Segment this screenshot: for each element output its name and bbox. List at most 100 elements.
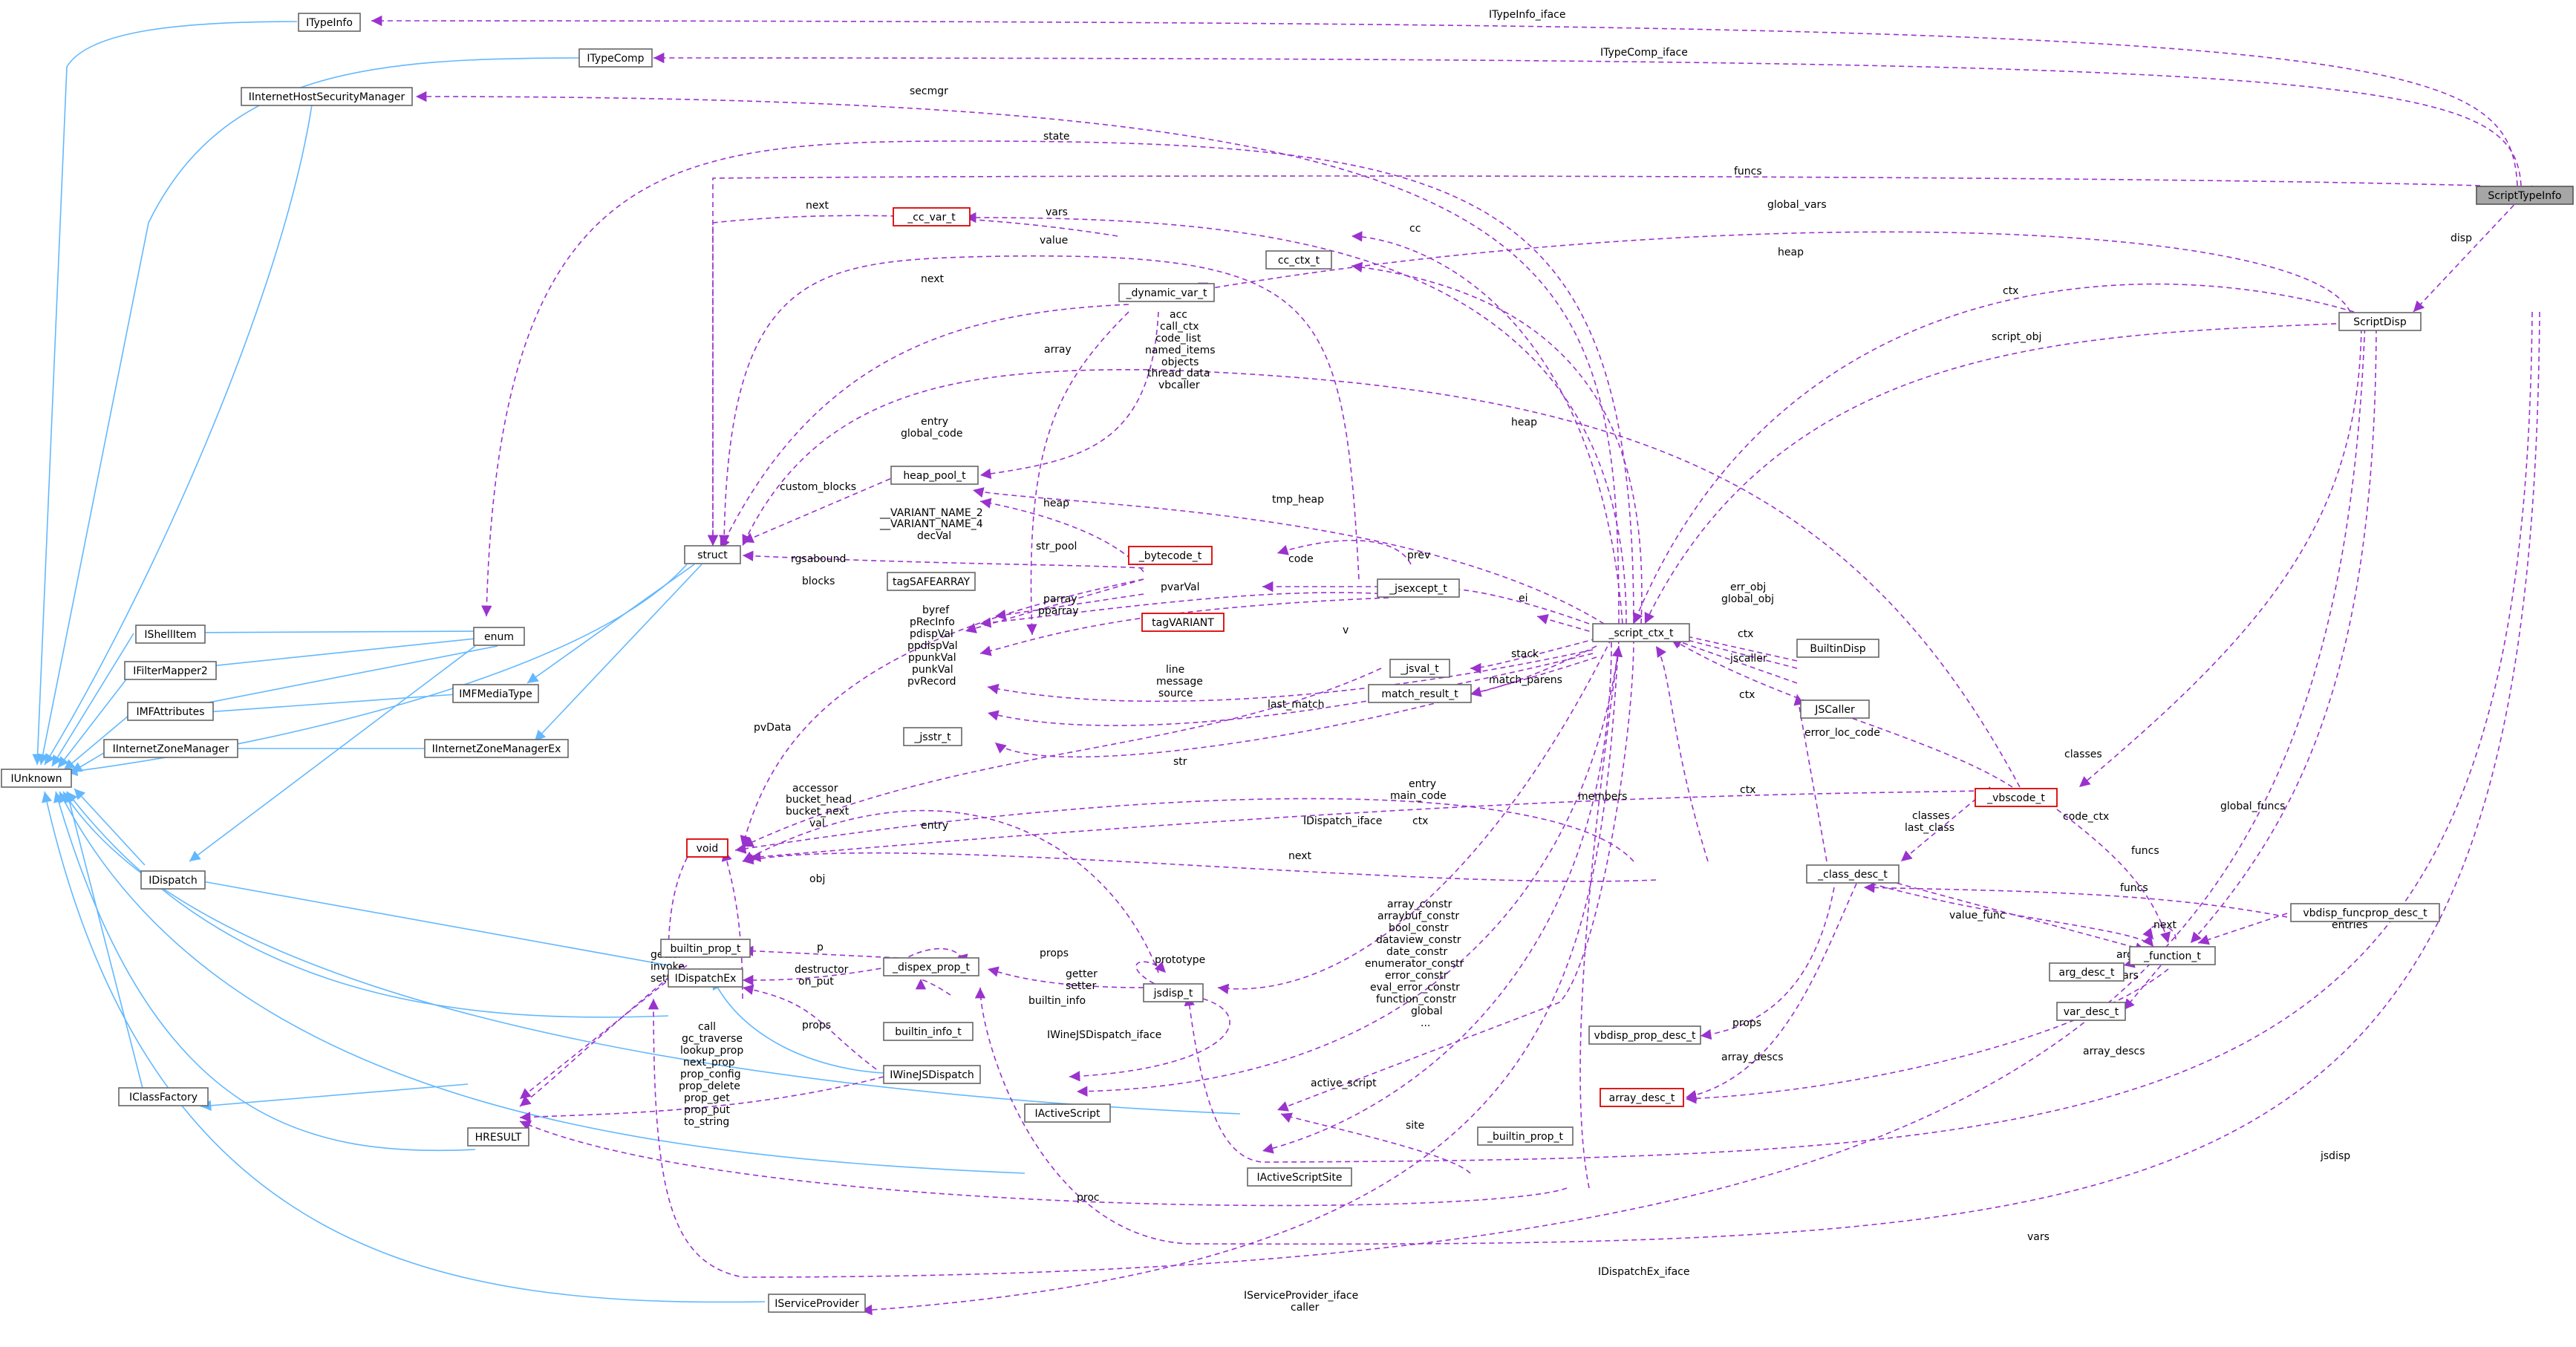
edge-label: destructor	[795, 964, 849, 976]
edge-label: line	[1166, 664, 1184, 676]
node-cc_var_t[interactable]: _cc_var_t	[893, 207, 971, 226]
node-dispex_prop_t[interactable]: _dispex_prop_t	[883, 957, 979, 976]
edge-label: pvarVal	[1161, 581, 1199, 593]
node-label: ScriptTypeInfo	[2488, 190, 2561, 202]
node-IInternetZoneManagerEx[interactable]: IInternetZoneManagerEx	[424, 739, 569, 758]
node-tagSAFEARRAY[interactable]: tagSAFEARRAY	[887, 572, 976, 591]
edge-label: props	[1732, 1017, 1761, 1029]
node-JSCaller[interactable]: JSCaller	[1800, 699, 1870, 719]
node-match_result_t[interactable]: match_result_t	[1368, 684, 1472, 703]
node-IClassFactory[interactable]: IClassFactory	[118, 1087, 209, 1106]
node-bytecode_t[interactable]: _bytecode_t	[1128, 546, 1213, 565]
node-arg_desc_t[interactable]: arg_desc_t	[2049, 962, 2125, 982]
node-class_desc_t[interactable]: _class_desc_t	[1806, 864, 1900, 884]
node-label: HRESULT	[475, 1132, 522, 1144]
edge-label: call	[698, 1021, 716, 1033]
node-builtin_prop_t2[interactable]: _builtin_prop_t	[1477, 1126, 1574, 1146]
node-IDispatch[interactable]: IDispatch	[140, 870, 206, 890]
node-IFilterMapper2[interactable]: IFilterMapper2	[124, 661, 217, 680]
node-IInternetHostSecurityManager[interactable]: IInternetHostSecurityManager	[241, 87, 413, 106]
node-IServiceProvider[interactable]: IServiceProvider	[768, 1294, 866, 1313]
node-label: ScriptDisp	[2353, 316, 2407, 328]
edge-label: global_code	[901, 428, 962, 440]
edge-label: entries	[2332, 919, 2368, 931]
node-jsdisp_t[interactable]: jsdisp_t	[1143, 983, 1204, 1002]
node-label: void	[697, 843, 719, 855]
edge-label: active_script	[1311, 1077, 1377, 1089]
edge-label: funcs	[2131, 845, 2159, 857]
node-IShellItem[interactable]: IShellItem	[135, 624, 206, 644]
node-ScriptDisp[interactable]: ScriptDisp	[2338, 312, 2422, 331]
node-label: IClassFactory	[129, 1092, 198, 1103]
node-builtin_info_t[interactable]: builtin_info_t	[883, 1022, 974, 1041]
node-jsstr_t[interactable]: _jsstr_t	[903, 727, 962, 746]
node-struct[interactable]: struct	[684, 545, 741, 564]
node-IDispatchEx[interactable]: IDispatchEx	[668, 968, 743, 988]
node-label: _jsstr_t	[913, 731, 951, 743]
edge-label: IDispatch_iface	[1303, 815, 1382, 827]
edge-label: code	[1288, 553, 1314, 565]
node-IInternetZoneManager[interactable]: IInternetZoneManager	[103, 739, 238, 758]
edge-label: code_ctx	[2063, 811, 2109, 823]
node-ITypeComp[interactable]: ITypeComp	[578, 48, 653, 68]
node-label: jsdisp_t	[1153, 988, 1193, 999]
edge-label: v	[1343, 624, 1349, 636]
edge-label: array	[1044, 344, 1072, 356]
node-IActiveScriptSite[interactable]: IActiveScriptSite	[1247, 1167, 1352, 1187]
node-jsval_t[interactable]: _jsval_t	[1389, 659, 1450, 678]
node-vbdisp_funcprop_desc_t[interactable]: vbdisp_funcprop_desc_t	[2290, 903, 2440, 922]
node-ScriptTypeInfo[interactable]: ScriptTypeInfo	[2476, 186, 2574, 205]
node-label: IInternetHostSecurityManager	[249, 91, 405, 103]
node-void[interactable]: void	[686, 838, 728, 858]
edge-label: classes	[2064, 748, 2102, 760]
node-label: IActiveScriptSite	[1257, 1172, 1343, 1184]
node-vbscode_t[interactable]: _vbscode_t	[1975, 788, 2058, 807]
node-label: IShellItem	[144, 629, 196, 641]
node-ITypeInfo[interactable]: ITypeInfo	[298, 13, 361, 32]
node-vbdisp_prop_desc_t[interactable]: vbdisp_prop_desc_t	[1588, 1025, 1701, 1045]
node-label: IServiceProvider	[775, 1298, 859, 1310]
edge-label: jscaller	[1729, 653, 1767, 665]
edge-label: proc	[1077, 1192, 1100, 1204]
node-builtin_prop_t[interactable]: builtin_prop_t	[660, 939, 751, 958]
node-tagVARIANT[interactable]: tagVARIANT	[1141, 613, 1225, 632]
edge-label: parray	[1043, 593, 1077, 605]
edge-label: custom_blocks	[780, 481, 856, 493]
node-dynamic_var_t[interactable]: _dynamic_var_t	[1118, 283, 1215, 302]
edge-label: stack	[1511, 648, 1539, 660]
edge-label: gc_traverse	[682, 1033, 743, 1045]
edge-label: builtin_info	[1028, 995, 1086, 1007]
node-IActiveScript[interactable]: IActiveScript	[1024, 1103, 1111, 1123]
node-function_t[interactable]: _function_t	[2129, 946, 2216, 965]
edge-label: caller	[1291, 1302, 1320, 1314]
node-label: var_desc_t	[2064, 1006, 2119, 1018]
edge-label: global_obj	[1721, 593, 1774, 605]
node-jsexcept_t[interactable]: _jsexcept_t	[1377, 578, 1460, 598]
node-cc_ctx_t[interactable]: cc_ctx_t	[1265, 250, 1332, 270]
node-var_desc_t[interactable]: var_desc_t	[2056, 1002, 2126, 1021]
node-IUnknown[interactable]: IUnknown	[1, 769, 72, 788]
node-label: ITypeInfo	[306, 17, 353, 29]
node-label: builtin_info_t	[895, 1026, 962, 1038]
node-IWineJSDispatch[interactable]: IWineJSDispatch	[883, 1065, 981, 1084]
node-IMFAttributes[interactable]: IMFAttributes	[127, 702, 214, 721]
edge-label: bucket_next	[786, 806, 850, 818]
node-script_ctx_t[interactable]: _script_ctx_t	[1592, 623, 1690, 642]
node-label: IMFAttributes	[136, 706, 204, 718]
node-enum[interactable]: enum	[473, 627, 525, 646]
node-label: vbdisp_prop_desc_t	[1594, 1030, 1696, 1042]
edge-label: ctx	[1412, 815, 1428, 827]
node-label: struct	[697, 549, 728, 561]
edge-label: pvRecord	[907, 676, 956, 688]
node-IMFMediaType[interactable]: IMFMediaType	[452, 684, 539, 703]
node-heap_pool_t[interactable]: heap_pool_t	[890, 466, 979, 485]
edge-labels: ITypeInfo_iface ITypeComp_iface secmgr s…	[650, 9, 2472, 1314]
edge-label: ppunkVal	[908, 652, 956, 664]
node-label: enum	[484, 631, 514, 643]
edge-label: next	[921, 273, 945, 285]
node-HRESULT[interactable]: HRESULT	[467, 1127, 529, 1147]
edge-label: jsdisp	[2320, 1150, 2350, 1162]
node-array_desc_t[interactable]: array_desc_t	[1600, 1088, 1684, 1107]
node-BuiltinDisp[interactable]: BuiltinDisp	[1796, 639, 1879, 658]
